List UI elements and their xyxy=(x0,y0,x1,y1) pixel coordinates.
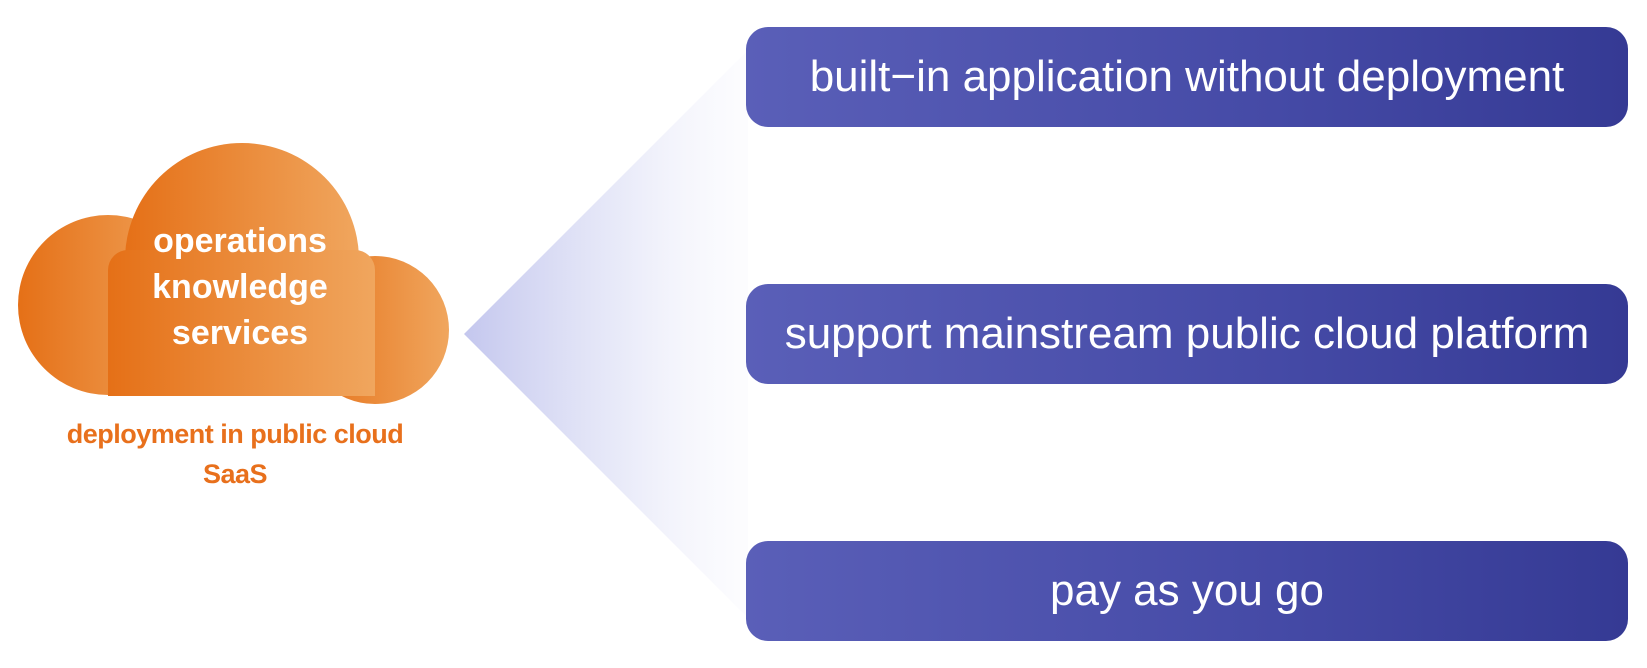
cloud-icon xyxy=(18,143,449,404)
feature-box-platform: support mainstream public cloud platform xyxy=(746,284,1628,384)
cloud-caption: deployment in public cloud SaaS xyxy=(30,414,440,494)
feature-label: support mainstream public cloud platform xyxy=(784,309,1590,358)
cloud-label-line: knowledge xyxy=(152,268,328,306)
cloud-label: operations knowledge services xyxy=(120,218,360,356)
feature-box-builtin: built−in application without deployment xyxy=(746,27,1628,127)
caption-line: SaaS xyxy=(202,459,268,489)
feature-box-payment: pay as you go xyxy=(746,541,1628,641)
cloud-label-line: services xyxy=(171,314,309,352)
feature-label: built−in application without deployment xyxy=(809,52,1565,101)
feature-label: pay as you go xyxy=(1050,566,1324,615)
cloud-label-line: operations xyxy=(153,222,327,260)
connector-fan xyxy=(464,50,748,618)
caption-line: deployment in public cloud xyxy=(66,419,404,449)
